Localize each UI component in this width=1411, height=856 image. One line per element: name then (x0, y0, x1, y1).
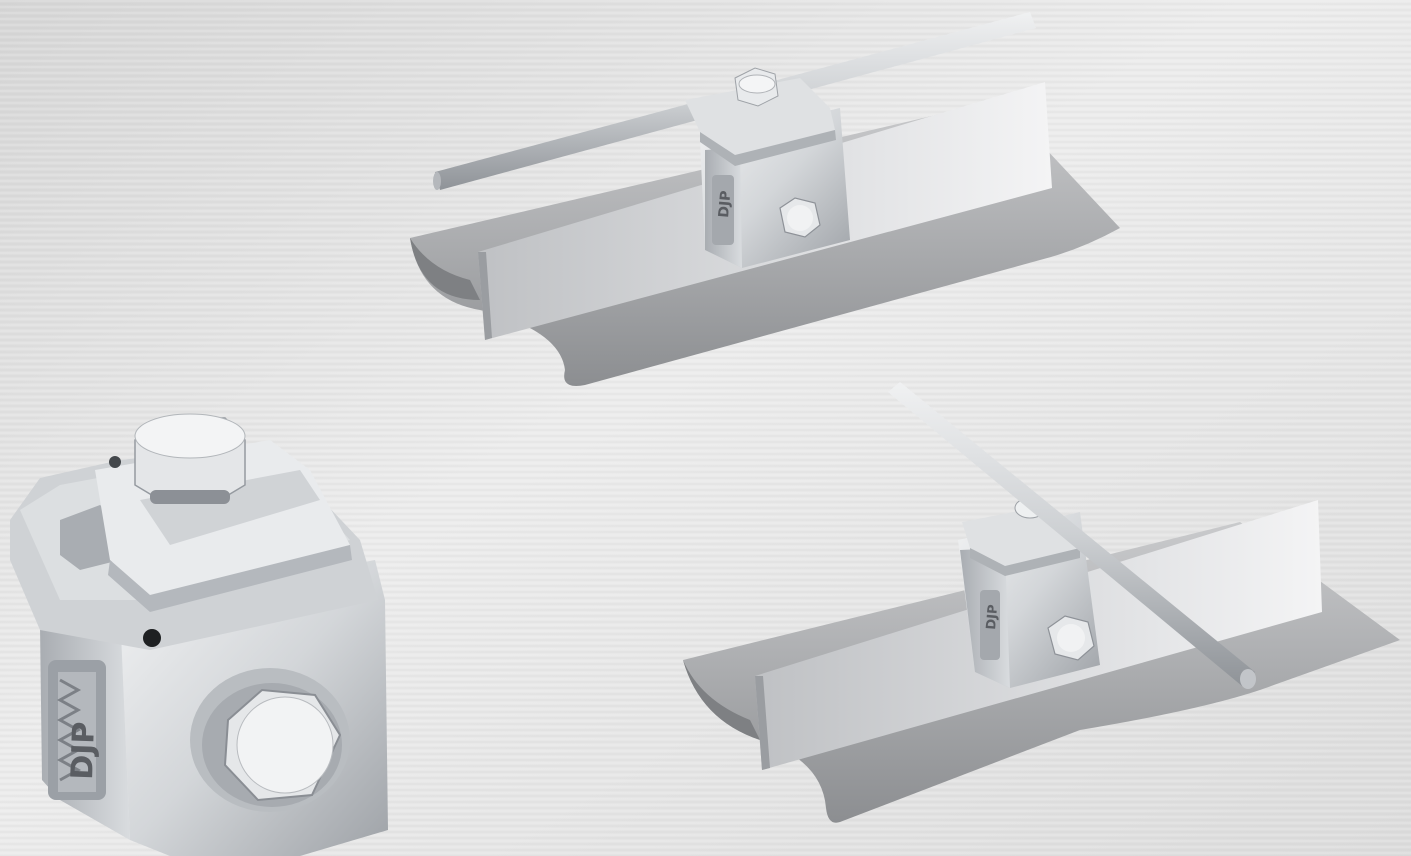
logo-djp: DJP (984, 604, 1001, 630)
logo-djp: DJP (65, 721, 102, 780)
logo-djp: DJP (716, 190, 734, 218)
round-rod (888, 382, 1255, 686)
clamp-on-standing-seam-parallel-rod: DJP (410, 12, 1120, 386)
clamp-on-standing-seam-cross-rod: DJP (683, 382, 1400, 823)
clamp-closeup: DJP (10, 413, 388, 856)
